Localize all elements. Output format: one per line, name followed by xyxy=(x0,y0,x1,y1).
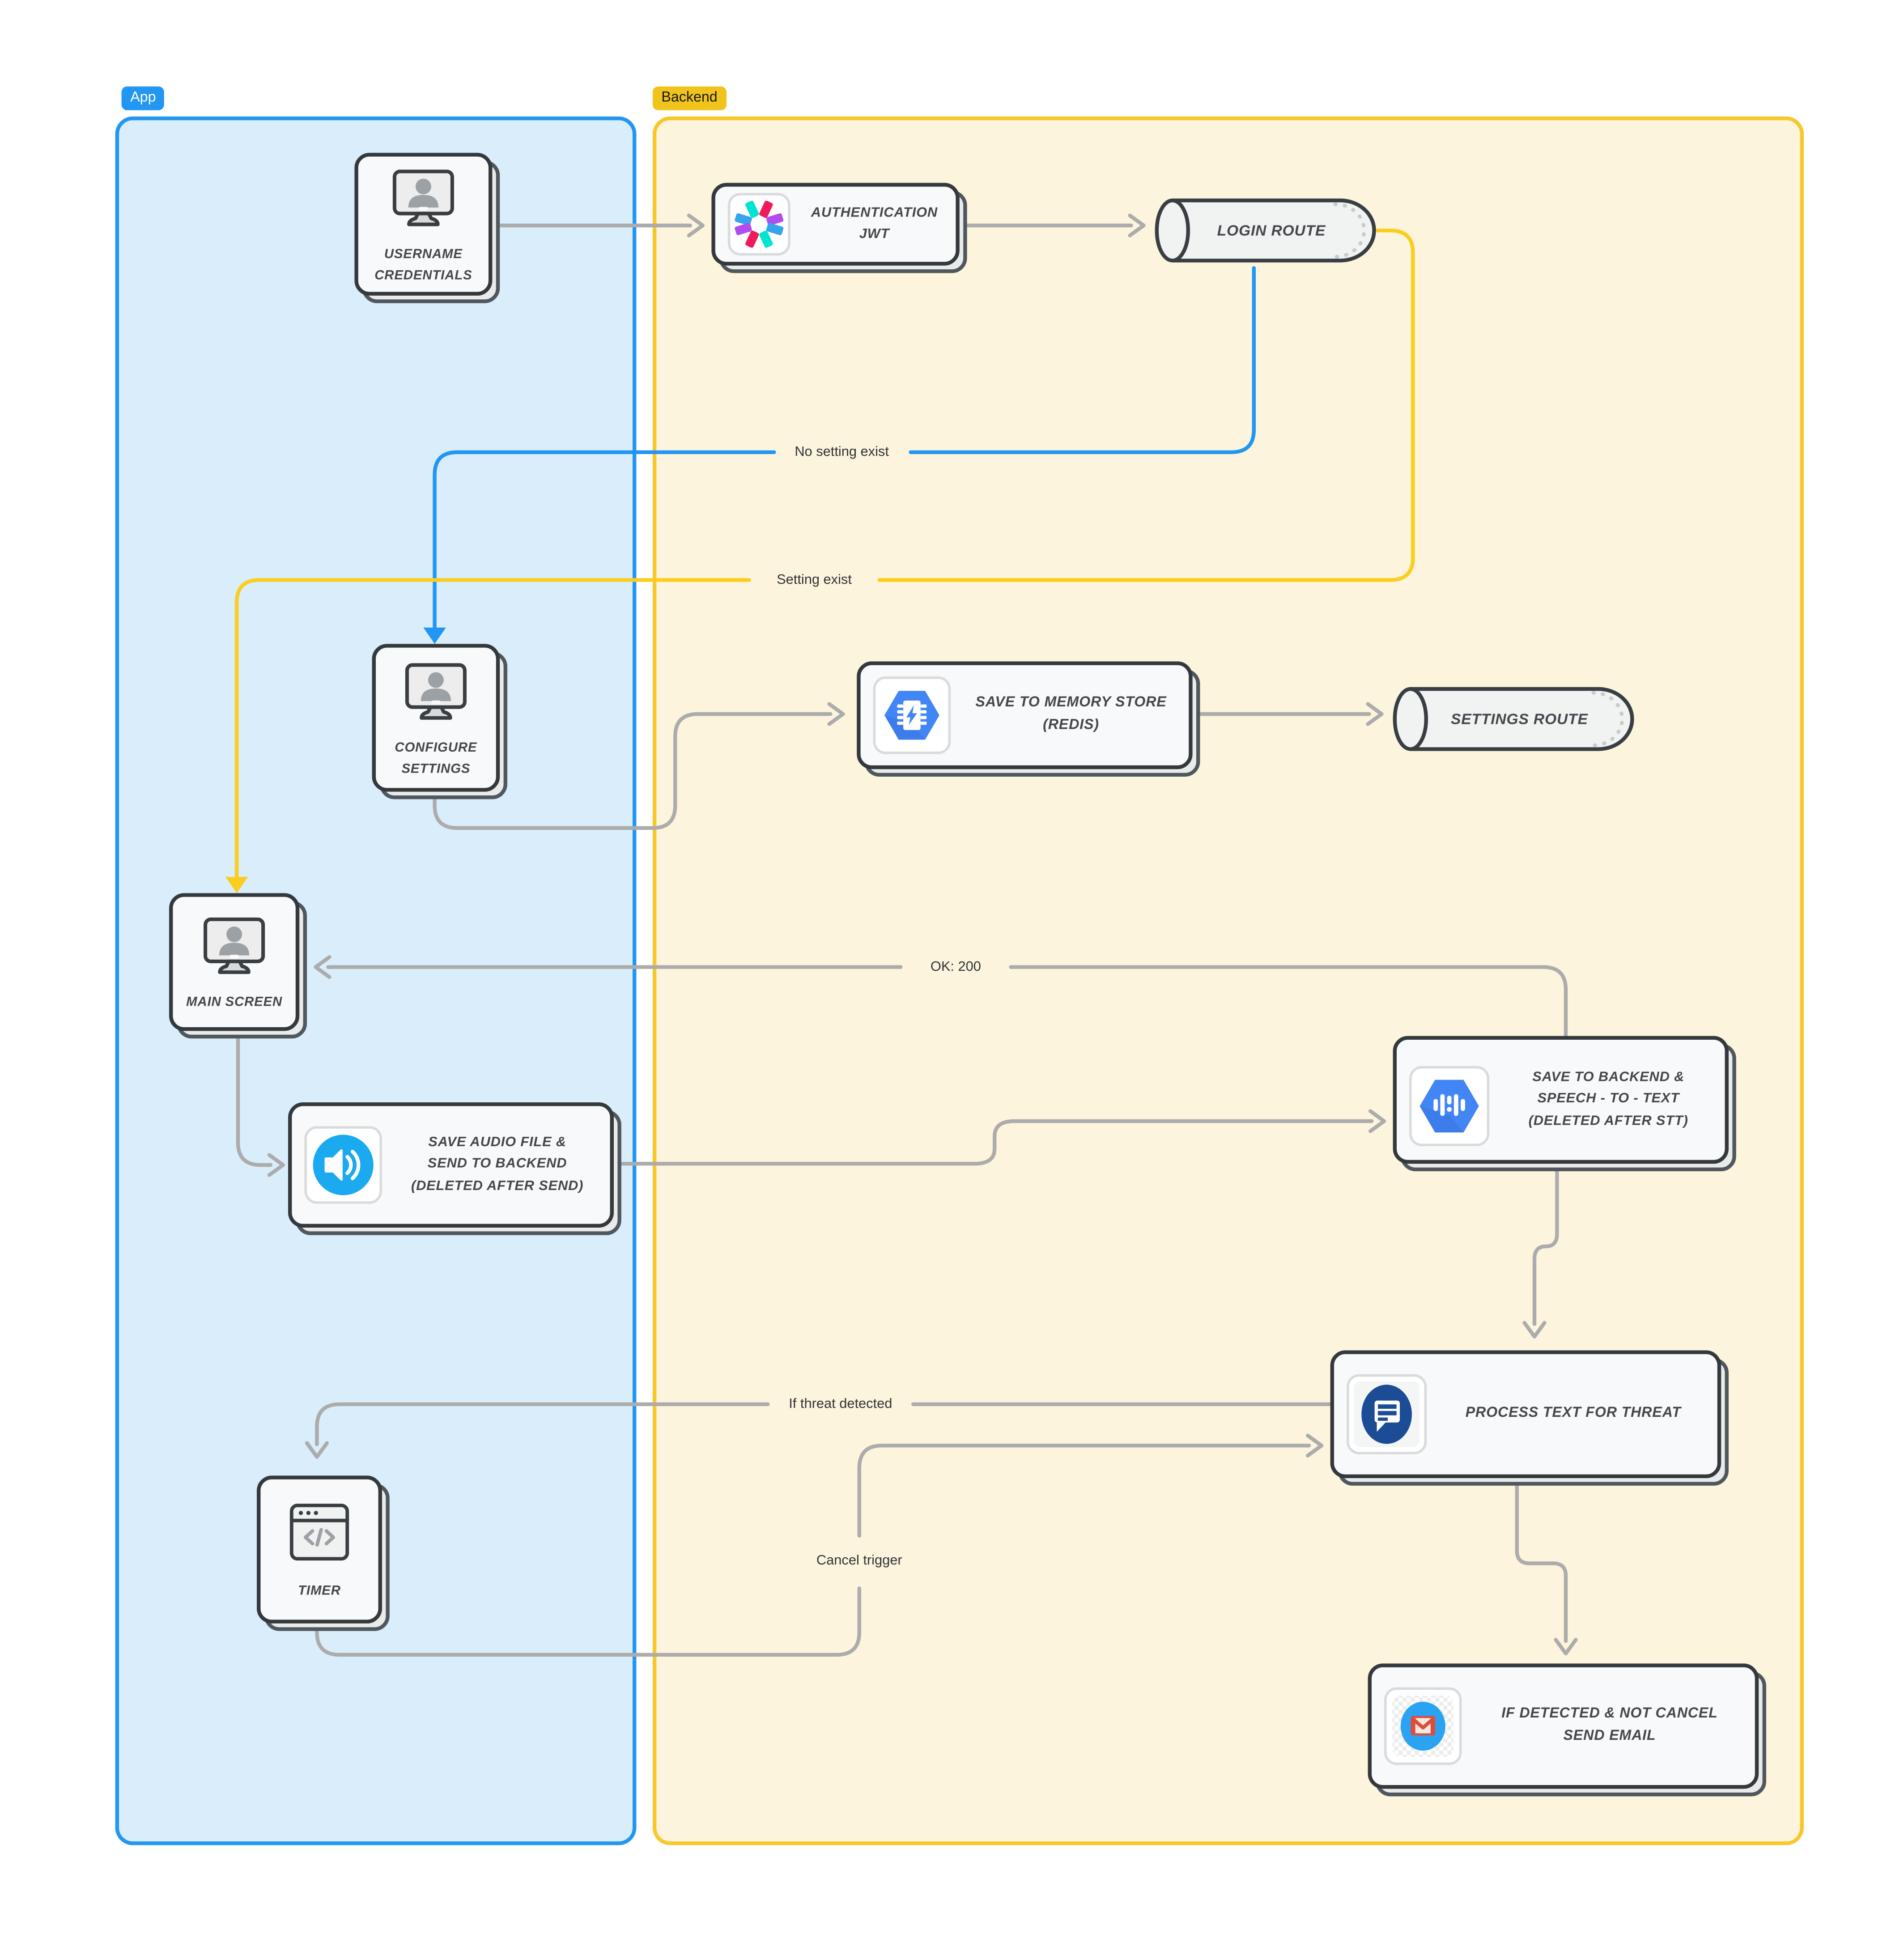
chat-bubble-icon xyxy=(1347,1374,1427,1454)
node-timer: TIMER xyxy=(257,1475,390,1631)
edge-process-threat-to-send-email xyxy=(1515,1477,1578,1656)
node-save-to-memory-store: SAVE TO MEMORY STORE (REDIS) xyxy=(857,661,1200,777)
node-label: LOGIN ROUTE xyxy=(1217,221,1326,239)
edge-threat-detected-to-timer xyxy=(305,1402,1332,1459)
node-label: IF DETECTED & NOT CANCEL SEND EMAIL xyxy=(1501,1706,1718,1744)
edge-jwt-to-login-route xyxy=(962,213,1146,238)
node-configure-settings: CONFIGURE SETTINGS xyxy=(372,644,507,799)
gmail-icon xyxy=(1384,1687,1462,1765)
node-label: TIMER xyxy=(298,1584,341,1599)
node-label: SAVE TO MEMORY STORE (REDIS) xyxy=(975,695,1167,733)
monitor-user-icon xyxy=(390,168,457,234)
edge-username-to-jwt xyxy=(497,213,705,238)
gcp-memorystore-icon xyxy=(873,676,951,754)
lane-badge-backend: Backend xyxy=(652,86,727,111)
node-main-screen: MAIN SCREEN xyxy=(169,893,307,1039)
lane-backend xyxy=(652,116,1804,1845)
code-window-icon xyxy=(287,1502,352,1571)
edge-label-setting-exist: Setting exist xyxy=(777,572,852,588)
edge-stt-to-process-threat xyxy=(1522,1168,1559,1339)
node-label: CONFIGURE SETTINGS xyxy=(395,740,477,776)
node-label: AUTHENTICATION JWT xyxy=(811,205,938,242)
jwt-logo-icon xyxy=(727,193,790,256)
node-send-email: IF DETECTED & NOT CANCEL SEND EMAIL xyxy=(1368,1663,1766,1797)
edge-label-no-setting-exist: No setting exist xyxy=(795,445,889,460)
edge-label-cancel-trigger: Cancel trigger xyxy=(816,1553,902,1569)
edge-label-if-threat-detected: If threat detected xyxy=(789,1397,892,1412)
node-username-credentials: USERNAME CREDENTIALS xyxy=(354,153,500,303)
node-label: MAIN SCREEN xyxy=(186,995,283,1010)
edge-no-setting-exist xyxy=(423,266,1256,644)
speaker-icon xyxy=(304,1126,382,1204)
node-label: PROCESS TEXT FOR THREAT xyxy=(1465,1405,1681,1421)
edge-main-screen-to-save-audio xyxy=(236,1030,285,1177)
node-save-to-backend-stt: SAVE TO BACKEND & SPEECH - TO - TEXT (DE… xyxy=(1393,1036,1736,1171)
node-settings-route: SETTINGS ROUTE xyxy=(1390,685,1636,753)
node-label: SETTINGS ROUTE xyxy=(1451,710,1588,727)
gcp-speech-to-text-icon xyxy=(1409,1066,1490,1146)
lane-badge-app: App xyxy=(121,86,165,111)
node-authentication-jwt: AUTHENTICATION JWT xyxy=(711,183,967,273)
node-label: SAVE TO BACKEND & SPEECH - TO - TEXT (DE… xyxy=(1528,1070,1688,1128)
edge-setting-exist xyxy=(225,228,1415,893)
edge-save-audio-to-stt xyxy=(614,1109,1386,1166)
monitor-user-icon xyxy=(402,662,470,728)
edge-configure-to-memorystore xyxy=(433,702,845,830)
edge-memorystore-to-settings-route xyxy=(1198,702,1384,726)
node-login-route: LOGIN ROUTE xyxy=(1152,197,1378,264)
node-process-text-for-threat: PROCESS TEXT FOR THREAT xyxy=(1330,1350,1729,1486)
monitor-user-icon xyxy=(200,916,268,982)
edge-label-ok-200: OK: 200 xyxy=(930,959,981,975)
node-label: SAVE AUDIO FILE & SEND TO BACKEND (DELET… xyxy=(411,1135,584,1194)
edge-ok200-stt-to-main-screen xyxy=(314,955,1568,1041)
node-label: USERNAME CREDENTIALS xyxy=(374,247,472,283)
edge-timer-cancel-to-process-threat xyxy=(315,1433,1324,1657)
node-save-audio-file: SAVE AUDIO FILE & SEND TO BACKEND (DELET… xyxy=(288,1102,621,1235)
